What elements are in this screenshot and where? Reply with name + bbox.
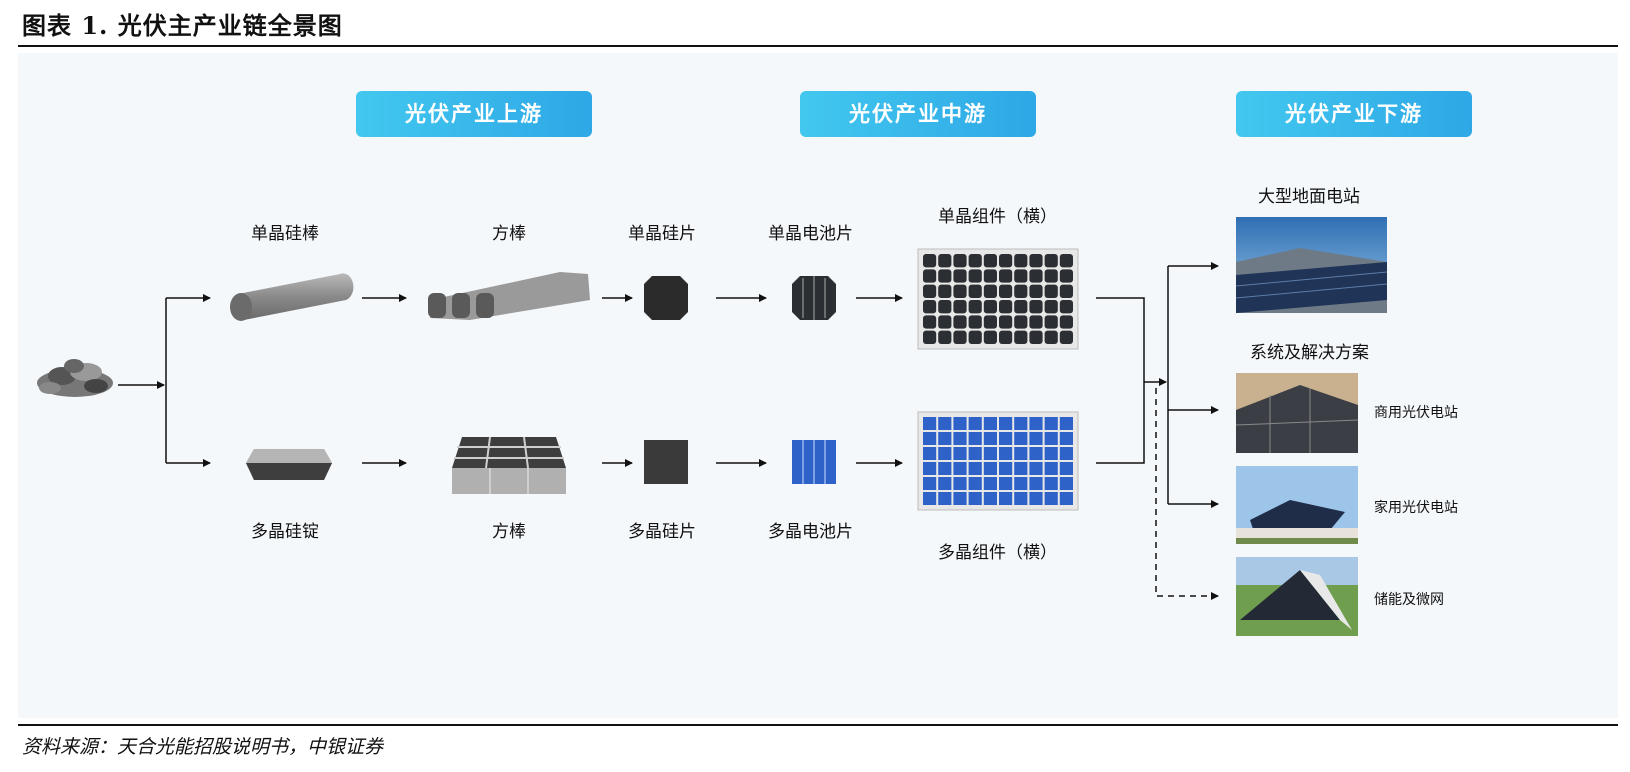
poly-cell-icon [792, 440, 836, 484]
figure-title: 图表 1. 光伏主产业链全景图 [22, 11, 343, 40]
mono-square-rod-icon [428, 272, 590, 320]
raw-material-connector [118, 294, 211, 467]
mono-module-label: 单晶组件（横） [938, 207, 1057, 227]
poly-wafer-icon [644, 440, 688, 484]
poly-cell-label: 多晶电池片 [768, 522, 853, 542]
poly-square-rod-icon [452, 436, 566, 494]
poly-ingot-icon [246, 449, 332, 480]
downstream-connectors [1096, 262, 1219, 600]
mono-cell-label: 单晶电池片 [768, 224, 853, 244]
commercial-station-label: 商用光伏电站 [1374, 405, 1458, 421]
title-rule [18, 45, 1618, 47]
poly-module-label: 多晶组件（横） [938, 543, 1057, 563]
stage-upstream-header: 光伏产业上游 [356, 91, 592, 137]
raw-polysilicon-icon [37, 359, 113, 397]
mono-ingot-label: 单晶硅棒 [251, 224, 319, 244]
stage-midstream-header: 光伏产业中游 [800, 91, 1036, 137]
mono-wafer-icon [644, 276, 688, 320]
poly-ingot-label: 多晶硅锭 [251, 522, 319, 542]
mono-cell-icon [792, 276, 836, 320]
source-note: 资料来源：天合光能招股说明书，中银证券 [22, 736, 384, 758]
row-arrows [362, 294, 903, 467]
storage-microgrid-photo [1236, 557, 1358, 636]
ground-station-photo [1235, 217, 1388, 313]
mono-wafer-label: 单晶硅片 [628, 224, 696, 244]
poly-square-rod-label: 方棒 [492, 522, 526, 542]
residential-station-label: 家用光伏电站 [1374, 500, 1458, 516]
residential-station-photo [1236, 466, 1358, 544]
poly-module-icon [917, 411, 1079, 511]
commercial-station-photo [1235, 373, 1359, 453]
source-rule [18, 724, 1618, 726]
systems-heading-label: 系统及解决方案 [1250, 343, 1369, 363]
ground-station-label: 大型地面电站 [1258, 187, 1360, 207]
mono-square-rod-label: 方棒 [492, 224, 526, 244]
stage-downstream-header: 光伏产业下游 [1236, 91, 1472, 137]
mono-ingot-icon [230, 273, 354, 321]
storage-microgrid-label: 储能及微网 [1374, 592, 1444, 608]
mono-module-icon [917, 248, 1079, 350]
poly-wafer-label: 多晶硅片 [628, 522, 696, 542]
